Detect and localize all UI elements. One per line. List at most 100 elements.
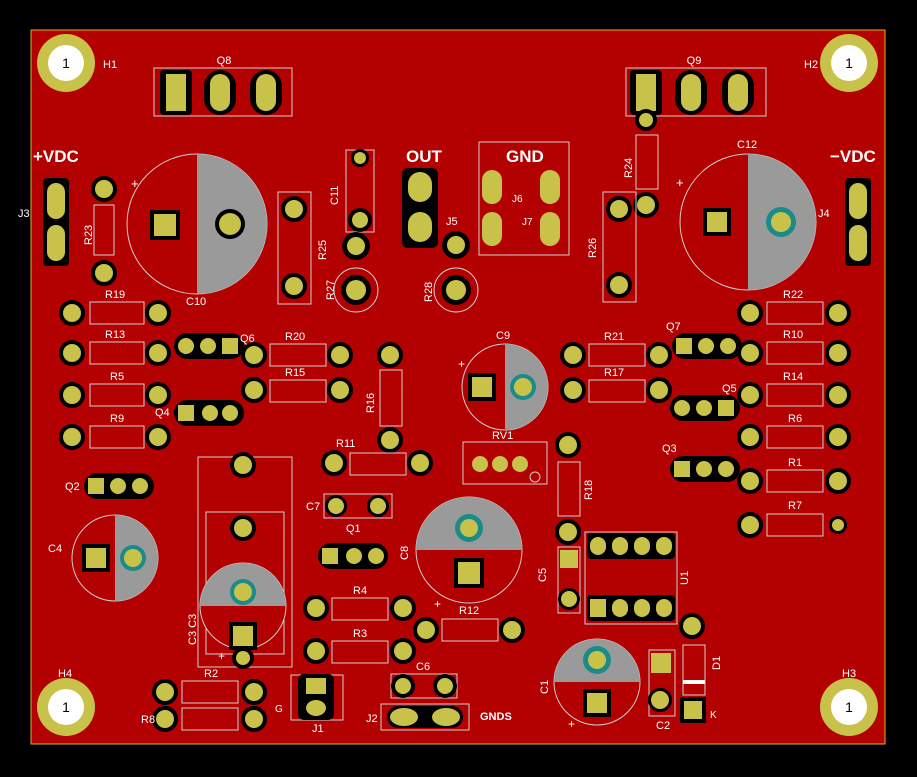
resistor-r16: R16 [365, 342, 403, 453]
diode-d1: D1 K [679, 613, 723, 723]
mounting-hole-h3: 1 H3 [820, 668, 878, 736]
svg-text:C7: C7 [306, 501, 320, 513]
svg-text:C9: C9 [496, 330, 510, 342]
svg-text:1: 1 [845, 55, 853, 71]
svg-text:R23: R23 [83, 225, 95, 245]
resistor-r14: R14 [737, 371, 851, 408]
capacitor-c5: C5 [537, 546, 581, 614]
label-vdc-negative: −VDC [830, 147, 876, 166]
transistor-q9: Q9 [625, 55, 767, 117]
svg-text:C1: C1 [539, 680, 551, 694]
svg-text:R26: R26 [587, 238, 599, 258]
svg-text:Q3: Q3 [662, 443, 677, 455]
svg-text:Q6: Q6 [240, 333, 255, 345]
resistor-r23: R23 [83, 176, 117, 286]
svg-text:R13: R13 [105, 329, 125, 341]
resistor-r5: R5 [59, 371, 171, 408]
capacitor-c12: + C12 [676, 139, 817, 291]
svg-text:RV1: RV1 [492, 430, 513, 442]
svg-text:Q2: Q2 [65, 481, 80, 493]
resistor-r27: R27 [325, 232, 379, 313]
svg-text:R15: R15 [285, 367, 305, 379]
svg-text:R17: R17 [604, 367, 624, 379]
capacitor-c7: C7 [306, 493, 393, 519]
svg-text:1: 1 [845, 699, 853, 715]
svg-text:J2: J2 [366, 713, 378, 725]
transistor-q1: Q1 [318, 523, 388, 569]
svg-text:J1: J1 [312, 723, 324, 735]
svg-text:R22: R22 [783, 289, 803, 301]
label-vdc-positive: +VDC [33, 147, 79, 166]
resistor-r18: R18 [555, 432, 595, 545]
svg-text:R19: R19 [105, 289, 125, 301]
label-gnds: GNDS [480, 711, 512, 723]
resistor-r10: R10 [737, 329, 851, 366]
resistor-r13: R13 [59, 329, 171, 366]
transistor-q2: Q2 [65, 473, 154, 499]
transistor-q5: Q5 [670, 383, 740, 421]
svg-text:J5: J5 [446, 216, 458, 228]
connector-j2: J2 [366, 703, 470, 731]
label-h3: H3 [842, 668, 856, 680]
capacitor-c10: + C10 [126, 153, 268, 308]
svg-text:D1: D1 [711, 656, 723, 670]
mounting-hole-h2: 1 H2 [804, 34, 878, 92]
resistor-r2: R2 [152, 668, 267, 705]
svg-text:R11: R11 [336, 438, 355, 450]
svg-text:+: + [568, 717, 575, 731]
svg-text:K: K [710, 710, 717, 721]
label-h4: H4 [58, 668, 72, 680]
ic-u1: U1 [584, 531, 691, 625]
label-q8: Q8 [217, 55, 232, 67]
resistor-r6: R6 [737, 413, 851, 450]
svg-text:Q1: Q1 [346, 523, 361, 535]
resistor-r19: R19 [59, 289, 171, 326]
svg-text:Q5: Q5 [722, 383, 737, 395]
label-gnd: GND [506, 147, 544, 166]
resistor-r20: R20 [241, 331, 353, 368]
svg-text:R27: R27 [325, 280, 337, 300]
svg-text:R10: R10 [783, 329, 803, 341]
svg-text:R28: R28 [423, 282, 435, 302]
svg-text:J4: J4 [818, 208, 830, 220]
resistor-r11: R11 [321, 438, 433, 476]
svg-text:R24: R24 [623, 158, 635, 178]
transistor-q3: Q3 [662, 443, 740, 482]
svg-text:R16: R16 [365, 393, 377, 413]
resistor-r22: R22 [737, 289, 851, 326]
mounting-hole-h4: 1 H4 [37, 668, 95, 736]
transistor-q7: Q7 [666, 321, 742, 359]
resistor-r26: R26 [587, 191, 637, 303]
capacitor-c11: C11 [329, 149, 375, 233]
resistor-r9: R9 [59, 413, 171, 450]
resistor-r12: R12 [413, 605, 525, 643]
svg-text:+: + [458, 357, 465, 371]
resistor-r15: R15 [241, 367, 353, 403]
resistor-r25: R25 [277, 191, 329, 305]
capacitor-c1: + C1 [539, 638, 641, 731]
svg-text:1: 1 [62, 55, 70, 71]
svg-text:G: G [275, 704, 283, 715]
capacitor-c3: + C3 C3 [187, 452, 293, 669]
svg-text:R3: R3 [353, 628, 367, 640]
svg-text:R21: R21 [604, 331, 624, 343]
svg-text:C10: C10 [186, 296, 206, 308]
label-h1: H1 [103, 59, 117, 71]
svg-text:R1: R1 [788, 457, 802, 469]
connector-j5-out: J5 [402, 168, 458, 248]
svg-text:R18: R18 [583, 480, 595, 500]
board-edge [30, 29, 886, 745]
svg-text:C12: C12 [737, 139, 757, 151]
capacitor-c9: + C9 [458, 330, 549, 431]
connector-j4: J4 [818, 178, 871, 266]
svg-text:R4: R4 [353, 585, 367, 597]
label-h2: H2 [804, 59, 818, 71]
svg-text:J6: J6 [512, 194, 523, 205]
svg-text:C5: C5 [537, 568, 549, 582]
svg-text:J7: J7 [522, 217, 533, 228]
svg-text:C2: C2 [656, 720, 670, 732]
resistor-r21: R21 [560, 331, 672, 368]
svg-text:R6: R6 [788, 413, 802, 425]
svg-text:R2: R2 [204, 668, 218, 680]
